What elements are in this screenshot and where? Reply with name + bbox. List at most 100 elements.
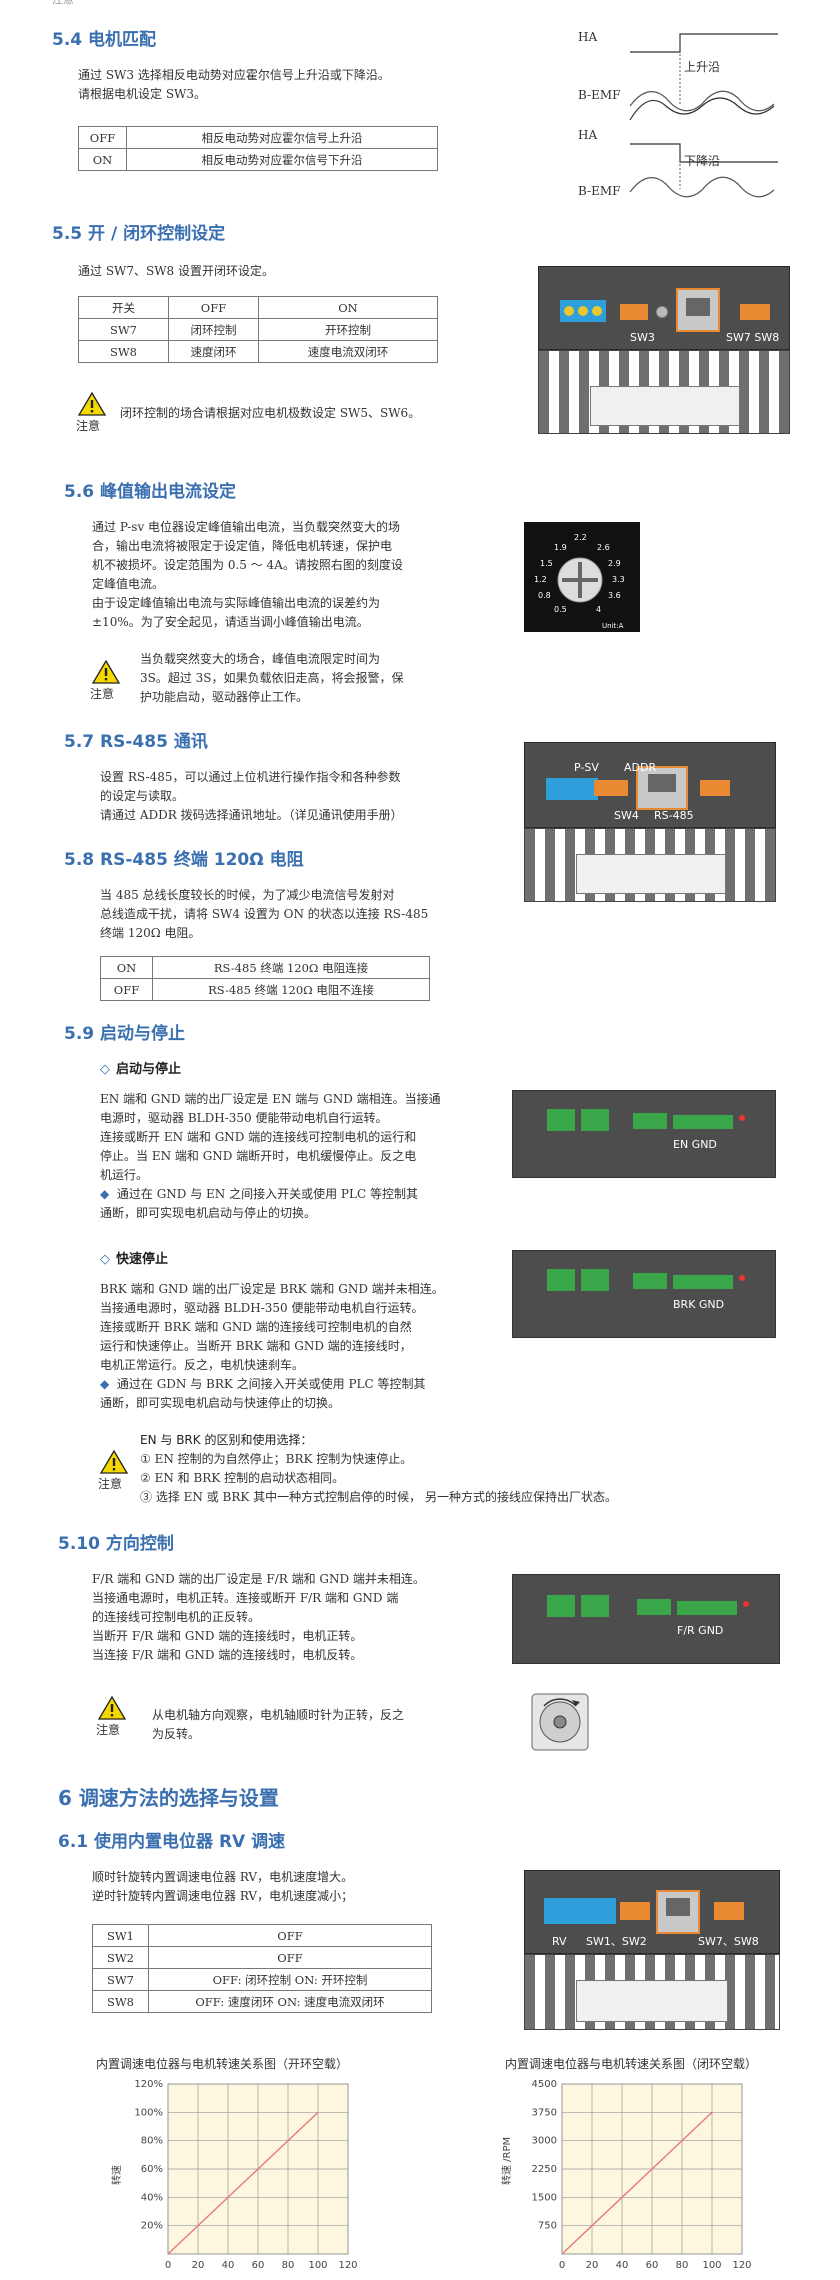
warning-icon bbox=[98, 1696, 126, 1720]
x-tick-label: 20 bbox=[586, 2260, 599, 2271]
warning-5-10: 注意 bbox=[96, 1696, 126, 1740]
x-tick-label: 60 bbox=[646, 2260, 659, 2271]
series-line bbox=[167, 2111, 319, 2255]
y-tick-label: 3750 bbox=[532, 2107, 557, 2118]
chart-1-title: 内置调速电位器与电机转速关系图（开环空载） bbox=[95, 2057, 348, 2071]
panel-label-sw7-sw8-b: SW7、SW8 bbox=[698, 1935, 759, 1948]
dial-label: 1.5 bbox=[540, 559, 553, 568]
dial-label: 0.8 bbox=[538, 591, 551, 600]
motor-illustration bbox=[531, 1693, 589, 1751]
panel-label-addr: ADDR bbox=[624, 761, 657, 774]
wave-label-bemf-1: B-EMF bbox=[578, 88, 621, 102]
section-5-10-text: F/R 端和 GND 端的出厂设定是 F/R 端和 GND 端并未相连。当接通电… bbox=[92, 1572, 425, 1662]
driver-panel-rs485: P-SV ADDR SW4 RS-485 bbox=[524, 742, 776, 902]
subheading-start-stop: ◇启动与停止 bbox=[100, 1062, 182, 1077]
x-tick-label: 100 bbox=[702, 2260, 721, 2271]
panel-label-rv: RV bbox=[552, 1935, 567, 1948]
wave-label-fall: 下降沿 bbox=[684, 154, 721, 168]
driver-panel-sw: SW3 SW7 SW8 bbox=[538, 266, 790, 434]
en-brk-diff-title: EN 与 BRK 的区别和使用选择： bbox=[140, 1433, 313, 1447]
section-5-7-title: 5.7 RS-485 通讯 bbox=[64, 732, 208, 752]
panel-label-sw7-sw8: SW7 SW8 bbox=[726, 331, 780, 344]
y-tick-label: 1500 bbox=[532, 2192, 557, 2203]
y-tick-label: 60% bbox=[141, 2164, 163, 2175]
dial-label: 4 bbox=[596, 605, 602, 614]
section-5-4-title: 5.4 电机匹配 bbox=[52, 30, 157, 50]
driver-panel-rv: RV SW1、SW2 SW7、SW8 bbox=[524, 1870, 780, 2030]
hall-bemf-waveform bbox=[629, 33, 778, 198]
section-5-10-title: 5.10 方向控制 bbox=[58, 1534, 174, 1554]
panel-label-brk-gnd: BRK GND bbox=[673, 1298, 725, 1311]
diamond-bullet-icon: ◆ bbox=[100, 1187, 110, 1201]
section-5-6-title: 5.6 峰值输出电流设定 bbox=[64, 482, 237, 502]
warning-5-6: 注意 bbox=[90, 660, 120, 704]
section-5-5-text: 通过 SW7、SW8 设置开闭环设定。 bbox=[78, 264, 275, 278]
panel-label-rs485: RS-485 bbox=[654, 809, 694, 822]
series-line bbox=[561, 2111, 713, 2255]
start-stop-text: EN 端和 GND 端的出厂设定是 EN 端与 GND 端相连。当接通电源时，驱… bbox=[100, 1092, 441, 1220]
x-tick-label: 40 bbox=[616, 2260, 629, 2271]
y-tick-label: 120% bbox=[134, 2079, 163, 2090]
x-tick-label: 120 bbox=[732, 2260, 751, 2271]
x-tick-label: 80 bbox=[676, 2260, 689, 2271]
y-axis-label: 转速 /RPM bbox=[500, 2137, 513, 2185]
section-5-5-title: 5.5 开 / 闭环控制设定 bbox=[52, 224, 226, 244]
section-5-9-title: 5.9 启动与停止 bbox=[64, 1024, 186, 1044]
diamond-bullet-icon: ◆ bbox=[100, 1377, 110, 1391]
dial-label: 1.9 bbox=[554, 543, 567, 552]
subheading-quick-stop: ◇快速停止 bbox=[100, 1252, 169, 1267]
y-tick-label: 100% bbox=[134, 2107, 163, 2118]
x-tick-label: 60 bbox=[252, 2260, 265, 2271]
section-6-1-title: 6.1 使用内置电位器 RV 调速 bbox=[58, 1832, 286, 1852]
y-tick-label: 80% bbox=[141, 2136, 163, 2147]
dial-label: 3.6 bbox=[608, 591, 621, 600]
x-tick-label: 100 bbox=[308, 2260, 327, 2271]
y-tick-label: 2250 bbox=[532, 2164, 557, 2175]
x-tick-label: 0 bbox=[165, 2260, 171, 2271]
panel-label-sw1-sw2: SW1、SW2 bbox=[586, 1935, 647, 1948]
y-tick-label: 40% bbox=[141, 2192, 163, 2203]
section-6-title: 6 调速方法的选择与设置 bbox=[58, 1786, 279, 1810]
section-5-8-title: 5.8 RS-485 终端 120Ω 电阻 bbox=[64, 850, 304, 870]
terminal-panel-brk-gnd: BRK GND bbox=[512, 1250, 776, 1338]
y-tick-label: 3000 bbox=[532, 2136, 557, 2147]
panel-label-psv: P-SV bbox=[574, 761, 599, 774]
warning-5-5-text: 闭环控制的场合请根据对应电机极数设定 SW5、SW6。 bbox=[120, 406, 421, 420]
dial-label: 2.9 bbox=[608, 559, 621, 568]
panel-label-en-gnd: EN GND bbox=[673, 1138, 717, 1151]
diamond-icon: ◇ bbox=[100, 1252, 110, 1267]
warning-icon bbox=[78, 392, 106, 416]
y-axis-label: 转速 bbox=[110, 2165, 123, 2185]
terminal-panel-en-gnd: EN GND bbox=[512, 1090, 776, 1178]
section-5-6-text: 通过 P-sv 电位器设定峰值输出电流，当负载突然变大的场合，输出电流将被限定于… bbox=[92, 520, 403, 629]
terminal-panel-fr-gnd: F/R GND bbox=[512, 1574, 780, 1664]
x-tick-label: 80 bbox=[282, 2260, 295, 2271]
wave-label-ha-2: HA bbox=[578, 128, 598, 142]
wave-label-ha-1: HA bbox=[578, 30, 598, 44]
peak-current-dial: 2.2 2.6 2.9 3.3 3.6 4 0.5 0.8 1.2 1.5 1.… bbox=[524, 522, 640, 632]
quick-stop-text: BRK 端和 GND 端的出厂设定是 BRK 端和 GND 端并未相连。当接通电… bbox=[100, 1282, 444, 1410]
section-5-7-text: 设置 RS-485，可以通过上位机进行操作指令和各种参数的设定与读取。请通过 A… bbox=[100, 770, 403, 822]
chart-2-title: 内置调速电位器与电机转速关系图（闭环空载） bbox=[504, 2057, 757, 2071]
top-note: 注意 bbox=[52, 0, 74, 10]
y-tick-label: 750 bbox=[538, 2221, 557, 2232]
y-tick-label: 20% bbox=[141, 2221, 163, 2232]
diamond-icon: ◇ bbox=[100, 1062, 110, 1077]
x-tick-label: 20 bbox=[192, 2260, 205, 2271]
